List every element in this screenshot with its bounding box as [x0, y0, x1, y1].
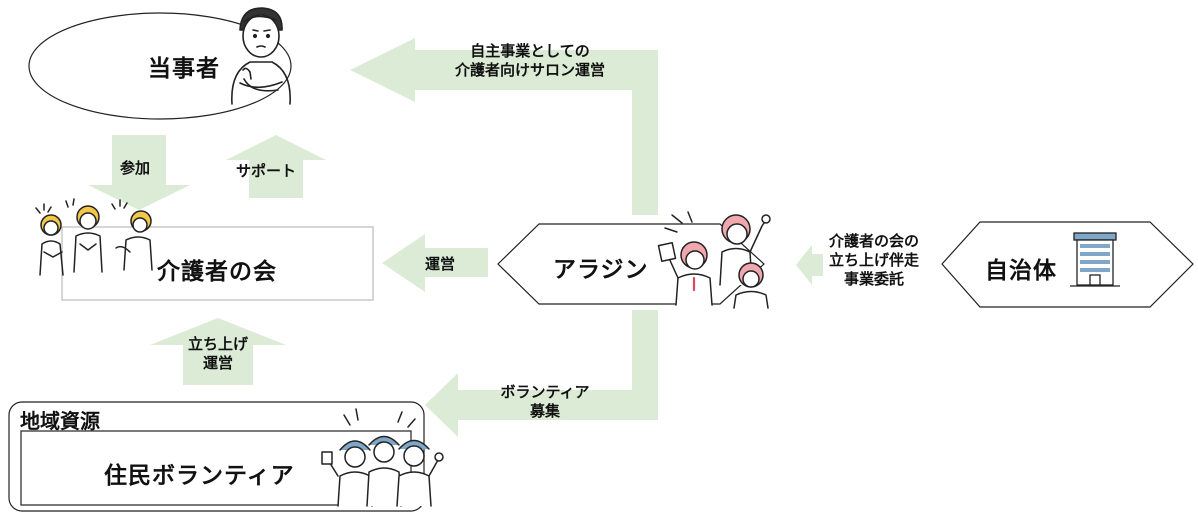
arrow-salon [350, 38, 658, 215]
volunteers-cheering-icon [321, 408, 444, 507]
arrow-itaku-label: 介護者の会の 立ち上げ伴走 事業委託 [806, 232, 942, 288]
city-hall-building-icon [1070, 232, 1120, 287]
arrow-volunteer-label: ボランティア 募集 [478, 383, 612, 421]
kaigosha-box [61, 226, 374, 301]
toujisha-ellipse [28, 12, 292, 120]
arrow-tachiage-line2: 運営 [202, 353, 233, 372]
arrow-unei-label: 運営 [425, 255, 456, 273]
cheering-staff-icon [657, 211, 771, 309]
arrow-support [226, 135, 326, 198]
arrow-itaku-line2: 立ち上げ伴走 [828, 250, 919, 269]
arrow-itaku-line3: 事業委託 [843, 269, 904, 288]
arrow-tachiage-line1: 立ち上げ [187, 335, 248, 353]
arrow-support-label: サポート [236, 162, 297, 180]
kaigosha-label: 介護者の会 [157, 259, 277, 285]
arrow-salon-line1: 自主事業としての [470, 42, 590, 60]
arrow-volunteer-line1: ボランティア [500, 383, 590, 401]
arrow-tachiage-label: 立ち上げ 運営 [180, 335, 256, 373]
arrow-itaku [796, 245, 823, 285]
caregivers-group-icon [35, 198, 153, 276]
chiiki-shigen-label: 地域資源 [20, 409, 100, 433]
jumin-volunteer-label: 住民ボランティア [104, 463, 295, 489]
arrow-unei [382, 234, 488, 292]
thinking-person-icon [231, 7, 291, 105]
arrow-salon-label: 自主事業としての 介護者向けサロン運営 [412, 42, 648, 80]
arrow-sanka [88, 135, 190, 210]
jichitai-hexagon [941, 221, 1194, 308]
aladdin-label: アラジン [553, 257, 649, 283]
jichitai-label: 自治体 [985, 258, 1057, 284]
arrow-itaku-line1: 介護者の会の [828, 232, 919, 250]
arrow-tachiage [150, 318, 286, 385]
arrow-volunteer [425, 310, 658, 437]
arrow-sanka-label: 参加 [120, 159, 151, 177]
toujisha-label: 当事者 [148, 56, 220, 82]
arrow-salon-line2: 介護者向けサロン運営 [454, 60, 605, 79]
arrow-volunteer-line2: 募集 [529, 401, 560, 420]
